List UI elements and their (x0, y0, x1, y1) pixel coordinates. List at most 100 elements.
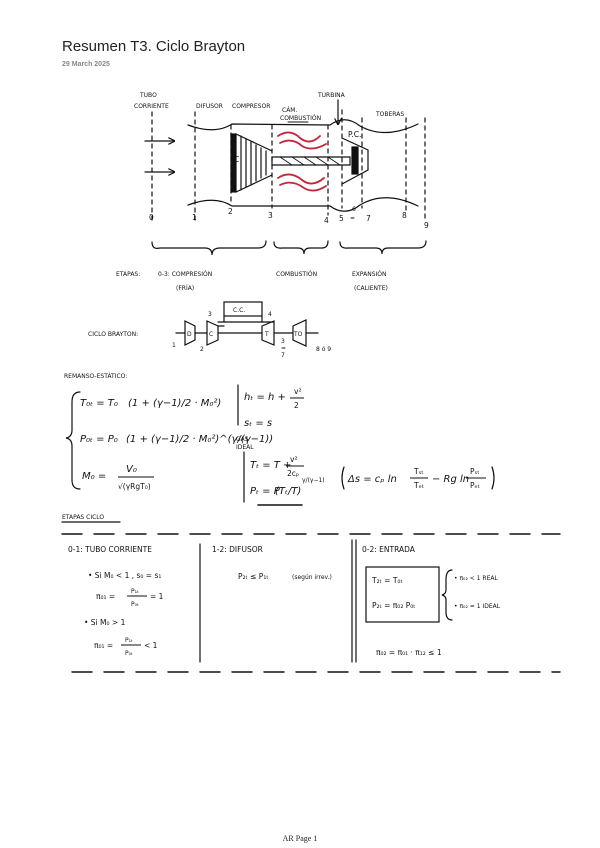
s02-box2: P₂ₜ = π₀₂ P₀ₜ (372, 601, 415, 610)
eq-t0t-lhs: T₀ₜ = T₀ (80, 398, 118, 409)
s02-prod: π₀₂ = π₀₁ · π₁₂ ≤ 1 (376, 648, 442, 657)
eq-ds-f1-num: Tₛₜ (413, 467, 424, 476)
s02-ideal: • π₀₂ = 1 IDEAL (454, 603, 501, 610)
eq-ds-mid: − Rg ln (432, 474, 469, 485)
label-turbina: TURBINA (317, 92, 346, 99)
station-2: 2 (228, 207, 233, 216)
station-5: 5 (339, 214, 344, 223)
s02-box1: T₂ₜ = T₀ₜ (371, 576, 403, 585)
turbine-disk (352, 147, 358, 174)
label-tubo: TUBO (139, 92, 157, 99)
cycle-c: C (209, 331, 213, 338)
eq-tt-den: 2cₚ (287, 469, 299, 478)
eq-h-den: 2 (294, 401, 299, 410)
label-corriente: CORRIENTE (134, 103, 169, 110)
station-7: 7 (366, 214, 371, 223)
s01-pi-lhs: π₀₁ = (96, 592, 115, 601)
gas-ideal-1: GAS (236, 436, 249, 443)
cycle-to: TO (293, 331, 303, 338)
label-cam: CÁM. (282, 107, 297, 114)
cycle-d: D (187, 331, 192, 338)
brace-combustion (274, 241, 328, 254)
s01-pi-num: P₁ₜ (131, 588, 139, 595)
station-eq: = (350, 215, 355, 222)
s01-pib-den: P₀ₜ (125, 650, 133, 657)
cycle-st-4: 4 (268, 311, 272, 318)
s01-pi-den: P₀ₜ (131, 601, 139, 608)
stage-expansion: EXPANSIÓN (352, 271, 387, 278)
s02-real: • π₀₂ < 1 REAL (454, 575, 499, 582)
etapas-heading: ETAPAS CICLO (62, 514, 104, 521)
station-6: 6 (352, 206, 356, 213)
label-compresor: COMPRESOR (232, 103, 270, 110)
s01-title: 0-1: TUBO CORRIENTE (68, 545, 152, 554)
brace-expansion (340, 241, 426, 254)
cycle-st-3b: 3 (281, 338, 285, 345)
eq-m0-den: √(γRgT₀) (118, 482, 151, 491)
ds-paren-left (342, 467, 344, 489)
s01-pib-num: P₁ₜ (125, 637, 133, 644)
station-9: 9 (424, 221, 429, 230)
brace-compression (152, 241, 266, 255)
eq-ds-f1-den: Tₑₜ (413, 481, 424, 490)
s12-note: (según irrev.) (292, 574, 332, 581)
cycle-st-3: 3 (208, 311, 212, 318)
eq-h-num: v² (294, 387, 301, 396)
eq-tt-lhs: Tₜ = T + (250, 460, 291, 471)
cycle-cc: C.C. (233, 307, 245, 314)
combustion-flames (278, 132, 326, 190)
stage-combustion: COMBUSTIÓN (276, 271, 317, 278)
station-4: 4 (324, 216, 329, 225)
eq-tt-num: v² (290, 455, 297, 464)
s01-case1: • Si M₀ < 1 , s₀ = s₁ (88, 571, 161, 580)
s12-eq: P₂ₜ ≤ P₁ₜ (238, 572, 269, 581)
gas-ideal-2: IDEAL (236, 444, 254, 451)
stage-compression-sub: (FRÍA) (176, 285, 194, 292)
cycle-label: CICLO BRAYTON: (88, 331, 138, 338)
entrada-brace (442, 570, 452, 620)
label-pc: P.C. (348, 130, 361, 139)
s01-pib-lhs: π₀₁ = (94, 641, 113, 650)
station-3: 3 (268, 211, 273, 220)
s01-case2: • Si M₀ > 1 (84, 618, 126, 627)
engine-diagram (145, 100, 426, 255)
label-c-compressor: C (234, 155, 239, 164)
ds-paren-right (492, 467, 494, 489)
cycle-st-1: 1 (172, 342, 176, 349)
station-1: 1 (192, 213, 197, 222)
eq-pt-exp: γ/(γ−1) (302, 477, 325, 484)
remanso-heading: REMANSO-ESTÁTICO: (64, 373, 127, 380)
label-combustion-top: COMBUSTIÓN (280, 115, 321, 122)
cycle-st-eq: = (281, 345, 286, 352)
cycle-st-8-9: 8 ó 9 (316, 346, 331, 353)
eq-t0t-rhs: (1 + (γ−1)/2 · M₀²) (128, 398, 221, 409)
cycle-st-7: 7 (281, 352, 285, 359)
eq-h-lhs: hₜ = h + (244, 392, 286, 403)
eq-ds-f2-num: Pₛₜ (470, 467, 480, 476)
s12-title: 1-2: DIFUSOR (212, 545, 263, 554)
stages-label: ETAPAS: (116, 271, 140, 278)
s02-title: 0-2: ENTRADA (362, 545, 416, 554)
engine-bottom-wall (188, 198, 418, 212)
remanso-brace-left (66, 392, 80, 489)
station-0: 0 (149, 213, 154, 222)
eq-s: sₜ = s (244, 418, 272, 429)
eq-ds-lhs: Δs = cₚ ln (347, 474, 397, 485)
cycle-t: T (264, 331, 269, 338)
eq-p0t-lhs: P₀ₜ = P₀ (80, 434, 118, 445)
station-8: 8 (402, 211, 407, 220)
eq-pt-frac: (Tₜ/T) (275, 486, 301, 497)
eq-m0-lhs: M₀ = (82, 471, 106, 482)
eq-m0-num: V₀ (126, 464, 137, 475)
stage-compression: 0-3: COMPRESIÓN (158, 271, 212, 278)
stage-expansion-sub: (CALIENTE) (354, 285, 388, 292)
s01-pib-rhs: < 1 (144, 641, 158, 650)
cycle-st-2: 2 (200, 346, 204, 353)
label-toberas: TOBERAS (375, 111, 404, 118)
label-difusor: DIFUSOR (196, 103, 223, 110)
page-footer: AR Page 1 (0, 834, 600, 843)
s01-pi-rhs: = 1 (150, 592, 164, 601)
eq-ds-f2-den: Pₑₜ (470, 481, 480, 490)
brayton-schematic (176, 302, 318, 346)
